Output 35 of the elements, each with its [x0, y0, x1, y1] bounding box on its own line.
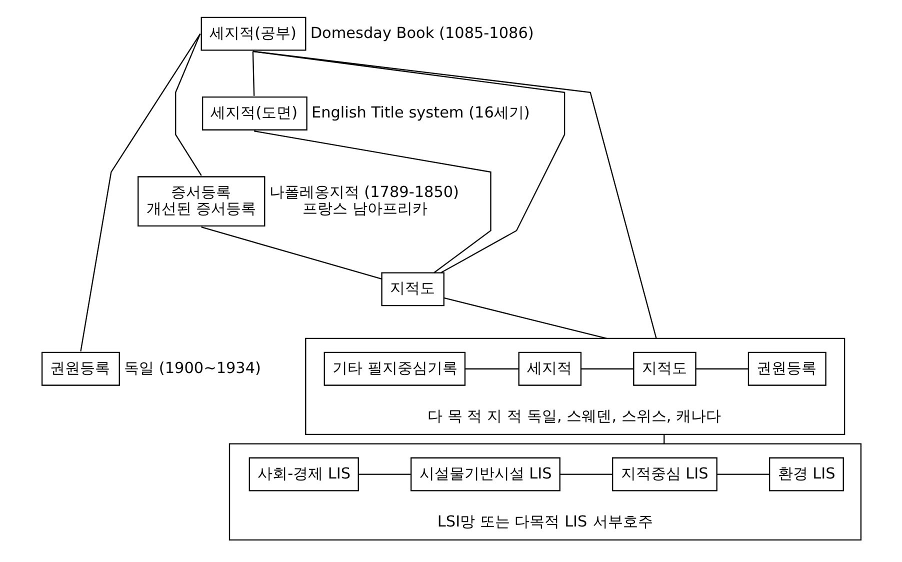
connector — [252, 51, 254, 96]
connector — [174, 34, 202, 176]
connector — [254, 130, 491, 274]
connector — [696, 368, 748, 370]
node-box: 권원등록 — [40, 352, 120, 386]
node-box: 환경 LIS — [768, 457, 844, 492]
node-box: 지적도 — [632, 352, 696, 386]
node-label: Domesday Book (1085-1086) — [310, 24, 534, 42]
connector — [252, 50, 656, 339]
node-label: 독일 (1900~1934) — [124, 358, 260, 377]
node-label: 서부호주 — [592, 512, 653, 530]
node-box: 사회-경제 LIS — [248, 457, 358, 492]
connector — [580, 368, 634, 370]
connector — [252, 50, 565, 274]
node-box: 지적도 — [380, 272, 444, 306]
connector — [716, 474, 769, 475]
node-box: 지적중심 LIS — [612, 457, 717, 492]
node-box: 세지적(공부) — [200, 16, 306, 51]
connector — [663, 434, 664, 444]
node-label: 독일, 스웨덴, 스위스, 캐나다 — [526, 406, 721, 425]
connector — [358, 474, 410, 475]
node-label: 나폴레옹지적 (1789-1850) — [268, 183, 458, 202]
node-label: English Title system (16세기) — [311, 103, 530, 122]
connector — [200, 226, 382, 280]
connector — [443, 297, 606, 339]
node-box: 세지적(도면) — [201, 96, 307, 130]
node-box: 권원등록 — [747, 352, 826, 386]
node-box: 기타 필지중심기록 — [323, 352, 466, 386]
connector — [560, 474, 612, 475]
node-box: 시설물기반시설 LIS — [410, 457, 560, 492]
connector — [464, 368, 518, 370]
connector — [80, 34, 200, 352]
node-box: 세지적 — [518, 352, 582, 386]
node-box: 증서등록 개선된 증서등록 — [137, 176, 265, 227]
node-label: 프랑스 남아프리카 — [302, 200, 428, 218]
